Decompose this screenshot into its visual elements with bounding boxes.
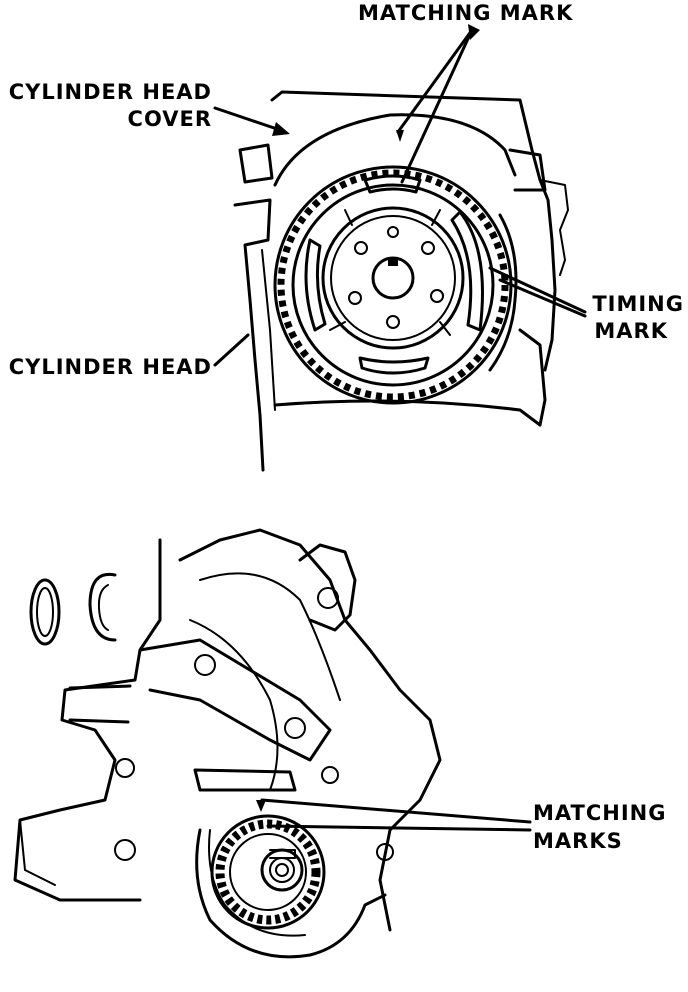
cylinder-head-body-outline: [233, 198, 272, 472]
cover-right-step: [539, 179, 569, 276]
arrow-head: [468, 24, 480, 40]
leader-cylinder-head: [213, 333, 250, 367]
timing-belt-edge: [488, 213, 518, 372]
cylinder-head-cover-label-line1: CYLINDER HEAD: [8, 80, 212, 104]
c-clip-inner: [97, 584, 109, 631]
crank-matching-mark: [256, 800, 266, 812]
pulley-slot-bottom: [358, 356, 430, 375]
pulley-slot-right: [450, 210, 484, 332]
cylinder-head-label: CYLINDER HEAD: [8, 355, 212, 379]
pulley-hub-ring: [330, 215, 456, 341]
housing-ridge: [189, 619, 279, 791]
housing-ridge: [199, 572, 341, 701]
leader-matching-marks-1: [260, 798, 532, 824]
bar: [193, 768, 297, 792]
cover-left-tab: [238, 143, 274, 184]
hub-hole: [348, 291, 362, 305]
cover-right-tab: [508, 148, 547, 192]
pulley-inner-rim: [291, 183, 495, 387]
block-left-edge: [19, 819, 56, 886]
pulley-outer-ring: [273, 165, 513, 405]
pulley-tooth-ring: [277, 169, 509, 401]
engine-block-outline: [13, 538, 162, 902]
bracket-arm: [138, 638, 332, 762]
bracket-bolt: [284, 717, 306, 739]
pulley-slot-top: [363, 174, 422, 194]
head-left-inner: [261, 249, 276, 411]
pulley-keyway: [388, 258, 398, 266]
oil-seal-housing: [195, 828, 387, 959]
crank-hub-core: [275, 863, 289, 877]
leader-matching-mark-1: [396, 28, 474, 134]
o-ring: [29, 578, 61, 646]
pulley-spoke: [329, 209, 451, 336]
boss-hole: [321, 766, 339, 784]
matching-marks-label-line1: MATCHING: [533, 801, 667, 825]
hub-hole: [386, 315, 400, 329]
hub-hole: [387, 226, 399, 238]
hub-hole: [421, 241, 435, 255]
upper-boss: [298, 543, 357, 632]
leader-timing-mark-1: [488, 266, 587, 314]
boss-hole: [376, 843, 394, 861]
oil-seal-housing-inner: [208, 829, 306, 937]
hub-hole: [354, 241, 368, 255]
crank-sprocket-inner: [229, 833, 307, 911]
crank-key: [269, 849, 296, 859]
head-bottom: [273, 399, 542, 427]
boss-hole: [114, 839, 136, 861]
c-clip: [88, 572, 117, 642]
timing-mark-label-line1: TIMING: [592, 292, 684, 316]
pulley-slot-left: [304, 238, 327, 332]
camshaft-pulley-figure: [213, 24, 587, 472]
timing-mark-label-line2: MARK: [594, 319, 668, 343]
arrow-head: [272, 122, 290, 136]
crank-hub-inner: [269, 857, 295, 883]
pulley-hub-outer: [321, 206, 465, 350]
crank-sprocket-outer: [210, 814, 326, 930]
crankshaft-sprocket-figure: [13, 528, 532, 959]
hub-hole: [430, 289, 444, 303]
leader-timing-mark-2: [498, 278, 587, 318]
stud: [68, 684, 132, 724]
matching-mark-label: MATCHING MARK: [358, 1, 574, 25]
boss-hole: [115, 758, 135, 778]
crank-sprocket-teeth: [215, 819, 321, 925]
leader-cylinder-head-cover: [213, 106, 282, 132]
bracket-bolt: [194, 654, 216, 676]
cover-inner-arc: [273, 113, 517, 187]
head-right-lower: [518, 328, 547, 427]
oil-pump-housing: [178, 528, 442, 932]
cylinder-head-cover-label-line2: COVER: [127, 107, 212, 131]
leader-matching-mark-2: [400, 28, 474, 184]
upper-boss-hole: [317, 587, 339, 609]
leader-matching-marks-2: [266, 824, 532, 832]
matching-marks-label-line2: MARKS: [533, 829, 623, 853]
o-ring-inner: [36, 587, 54, 637]
